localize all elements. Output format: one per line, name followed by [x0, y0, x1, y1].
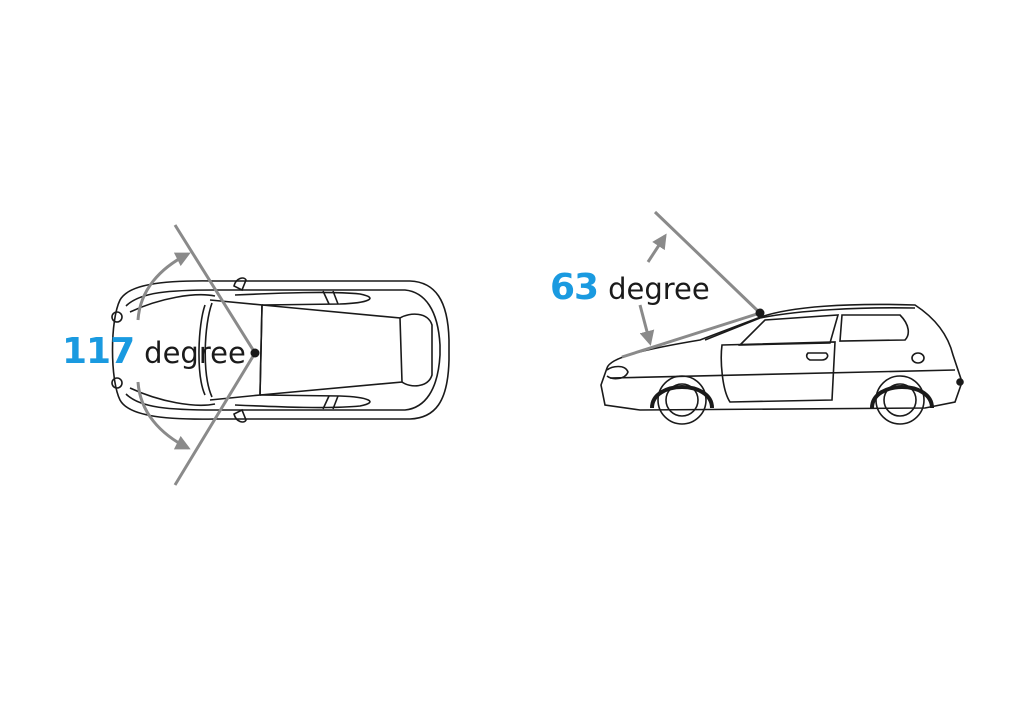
- pivot-point-icon: [250, 348, 260, 358]
- top-view-angle-value: 117: [62, 331, 135, 372]
- side-view-angle-unit: degree: [608, 272, 710, 306]
- top-view-angle-unit: degree: [144, 336, 246, 370]
- top-view-angle-label: 117 degree: [62, 334, 246, 370]
- car-top-view-icon: [111, 277, 450, 423]
- hinge-point-icon: [755, 308, 765, 318]
- side-view-angle-lines: [621, 210, 762, 359]
- side-view-angle-label: 63 degree: [550, 270, 710, 306]
- top-view-angle-lines: [136, 224, 257, 486]
- side-view-angle-value: 63: [550, 267, 599, 308]
- car-side-view-icon: [600, 303, 964, 425]
